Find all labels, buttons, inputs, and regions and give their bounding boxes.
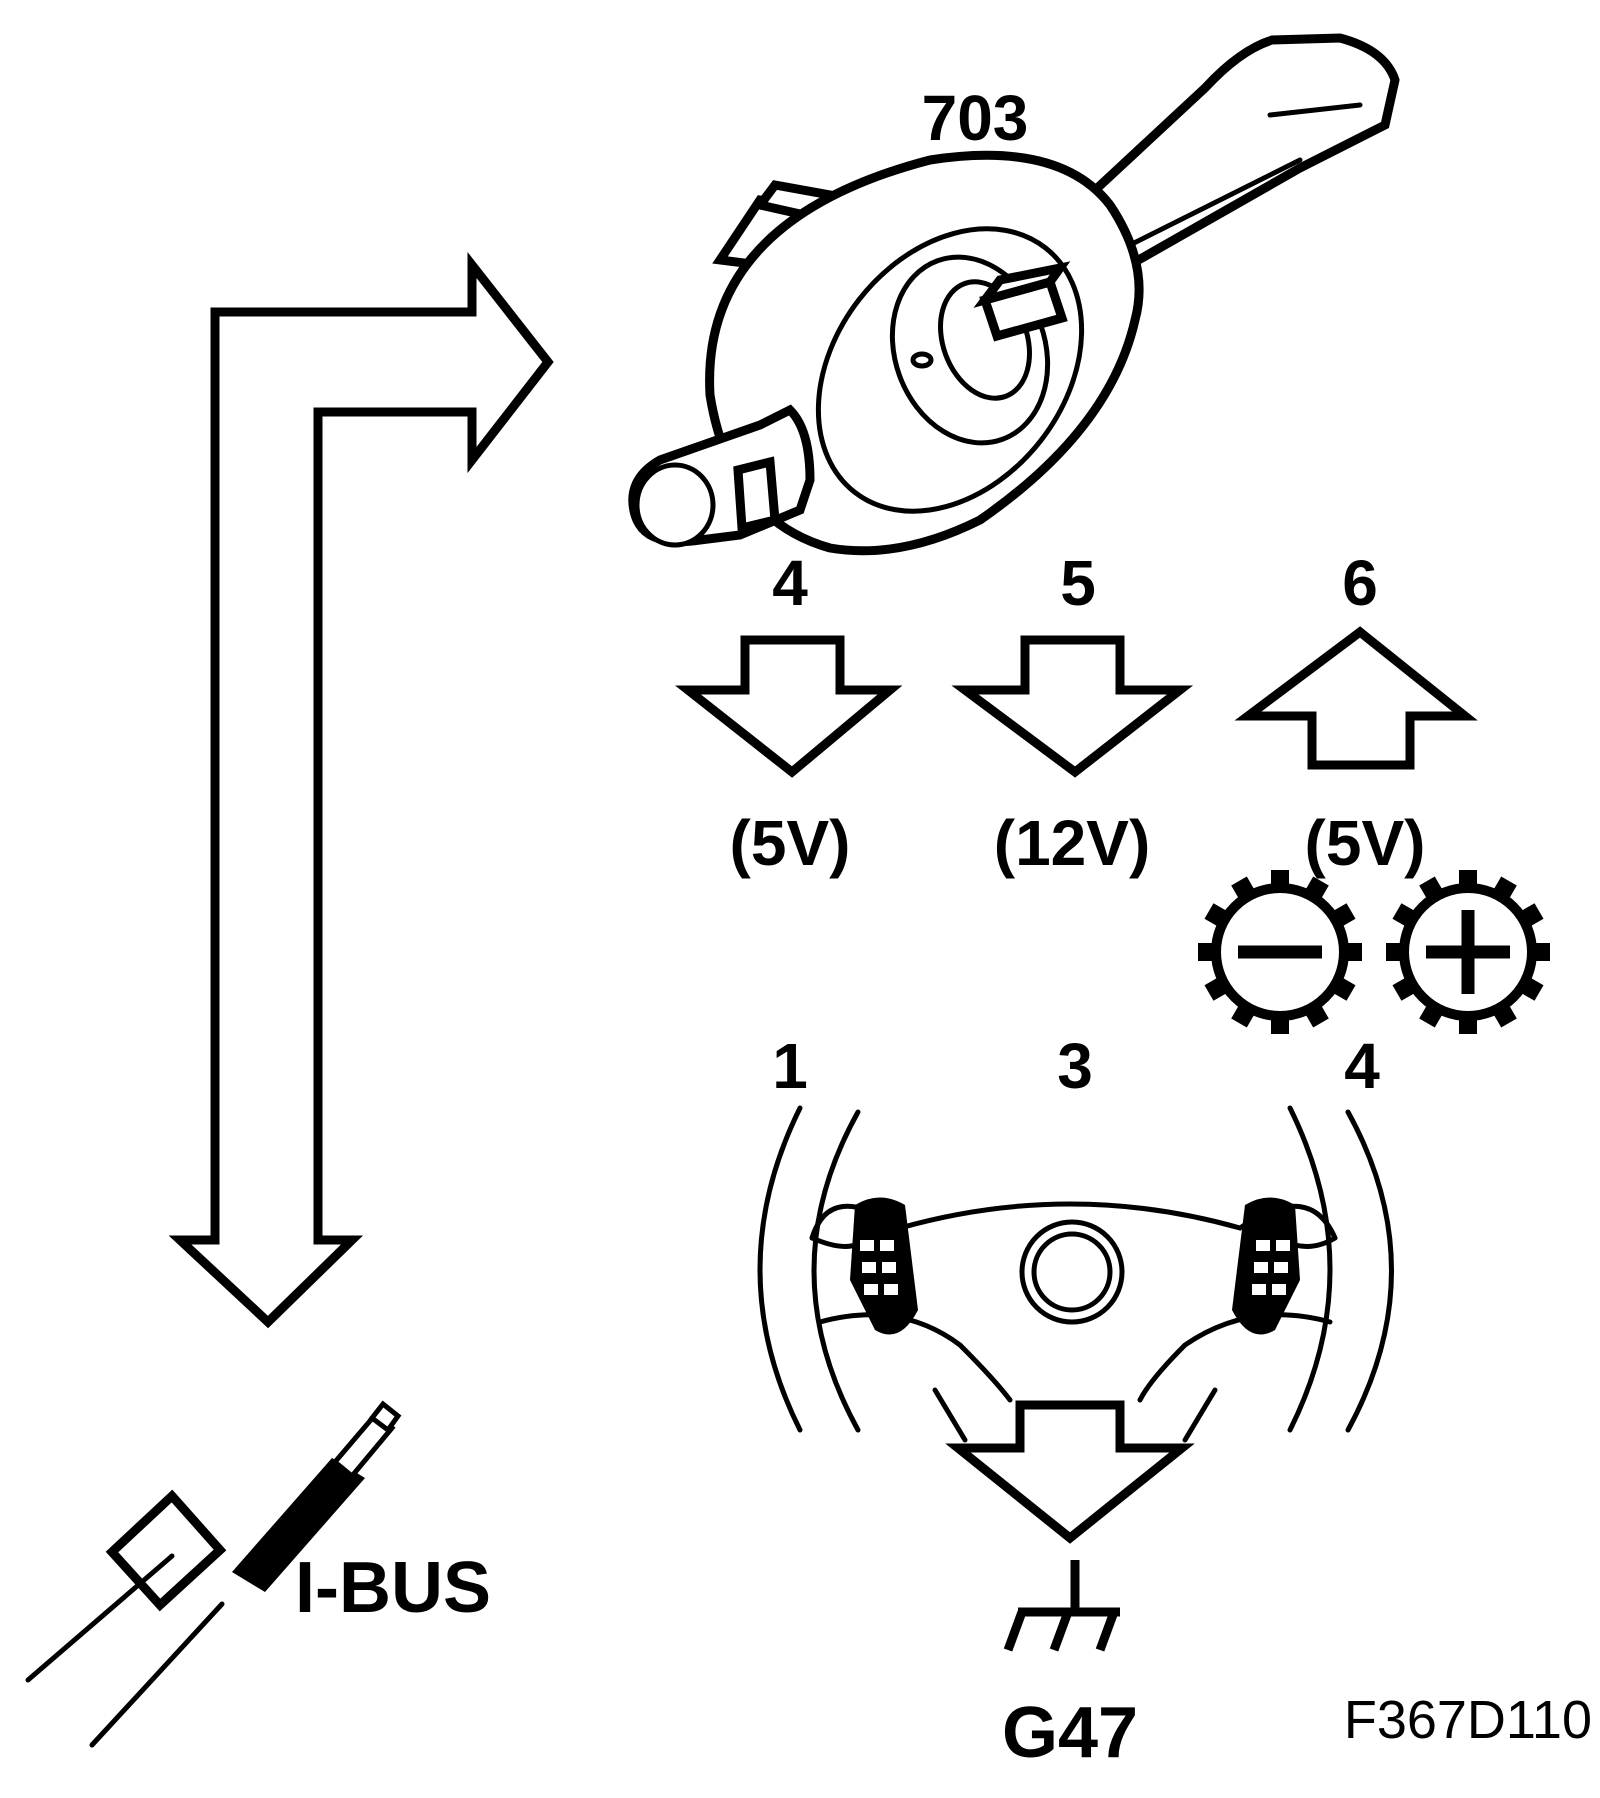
bus-label: I-BUS	[295, 1548, 491, 1628]
bus-arrow-icon	[168, 251, 554, 1329]
down-arrow-5-icon	[951, 635, 1194, 778]
signal-5-label: 5	[1060, 547, 1096, 619]
connector-plug-icon	[25, 1400, 402, 1748]
wheel-pin-4-label: 4	[1344, 1030, 1380, 1102]
voltage-5-label: (12V)	[994, 807, 1151, 879]
wheel-pin-3-label: 3	[1057, 1030, 1093, 1102]
switch-part-number: 703	[922, 82, 1029, 154]
plus-gear-icon	[1386, 870, 1550, 1034]
stalk-switch-icon	[628, 33, 1400, 556]
ground-arrow-icon	[945, 1400, 1195, 1544]
minus-gear-icon	[1198, 870, 1362, 1034]
down-arrow-4-icon	[675, 635, 903, 778]
signal-6-label: 6	[1342, 547, 1378, 619]
ground-label: G47	[1002, 1693, 1138, 1773]
voltage-4-label: (5V)	[730, 807, 851, 879]
up-arrow-6-icon	[1234, 626, 1478, 770]
voltage-6-label: (5V)	[1305, 807, 1426, 879]
wheel-pin-1-label: 1	[772, 1030, 808, 1102]
ground-symbol-icon	[1003, 1560, 1120, 1652]
signal-4-label: 4	[772, 547, 808, 619]
steering-wheel-icon	[757, 1105, 1394, 1443]
figure-code: F367D110	[1344, 1690, 1592, 1750]
